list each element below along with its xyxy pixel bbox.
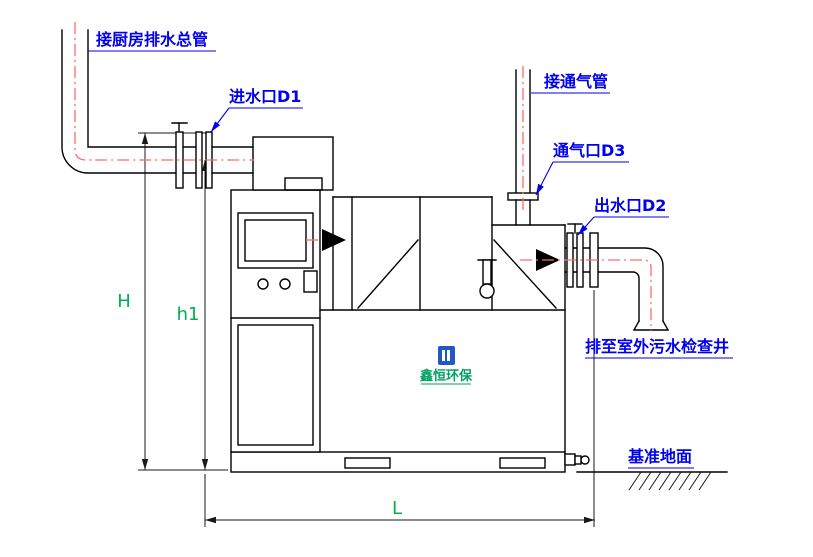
outlet-pipe-bell-end (633, 320, 669, 331)
tank-body (319, 196, 566, 453)
brand-name: 鑫恒环保 (419, 368, 473, 384)
vent-pipe-assembly (507, 69, 539, 226)
dim-label-h1: h1 (177, 304, 200, 325)
hood-valve (477, 259, 497, 299)
hood-valve-stem (482, 259, 492, 285)
leader-inlet-port (210, 107, 230, 133)
cabinet-door (237, 324, 314, 446)
inlet-centerline (74, 22, 254, 161)
leader-outlet-port (577, 216, 595, 236)
label-vent-pipe: 接通气管 (544, 72, 608, 91)
inlet-pipe-outer (61, 29, 198, 174)
cabinet-side-box (303, 270, 318, 293)
cabinet-top-step (284, 177, 323, 191)
label-discharge-note: 排至室外污水检查井 (585, 337, 729, 356)
label-datum-ground: 基准地面 (627, 447, 692, 466)
dim-label-L: L (392, 498, 402, 519)
hood-slant-left (357, 239, 419, 309)
base-foot-left (344, 457, 391, 469)
base-plate (230, 451, 566, 473)
button-right (279, 278, 291, 290)
leader-vent-port (535, 161, 554, 196)
inlet-flange-1 (195, 131, 203, 189)
label-kitchen-main-pipe: 接厨房排水总管 (96, 30, 208, 49)
label-vent-port: 通气口D3 (553, 141, 625, 160)
brand-logo-icon (438, 346, 455, 365)
base-foot-right (499, 457, 546, 469)
outlet-pipe-outer (564, 247, 664, 322)
dimension-h1: h1 (177, 160, 209, 470)
inlet-pipe-inner (87, 29, 198, 148)
brand-watermark: 鑫恒环保 (419, 346, 473, 385)
drain-valve-stub (574, 455, 582, 465)
control-cabinet (230, 136, 334, 453)
drain-valve-body (564, 453, 576, 466)
hood-valve-wheel (479, 283, 495, 299)
ground-hatching (576, 471, 728, 491)
cabinet-top-box (252, 136, 334, 191)
callout-labels: 接厨房排水总管 进水口D1 接通气管 通气口D3 出水口D2 排至室外污水检查井… (88, 30, 733, 469)
dim-label-H: H (117, 291, 131, 312)
inlet-flow-arrow (322, 229, 346, 251)
dimension-L: L (204, 290, 595, 527)
label-inlet-port: 进水口D1 (229, 87, 301, 106)
pipe-centerlines (74, 22, 652, 331)
button-left (257, 278, 269, 290)
label-outlet-port: 出水口D2 (594, 196, 666, 215)
drain-valve-cap (580, 455, 590, 465)
outlet-centerline (520, 259, 652, 331)
inlet-valve-disc (175, 131, 184, 189)
base-frame (230, 451, 590, 473)
flow-arrows (322, 229, 560, 271)
outlet-pipe-inner (564, 271, 640, 322)
inlet-pipe (61, 29, 254, 189)
outlet-pipe-assembly (564, 223, 669, 331)
cabinet-body (230, 189, 321, 453)
hood-slant-right (493, 239, 557, 309)
